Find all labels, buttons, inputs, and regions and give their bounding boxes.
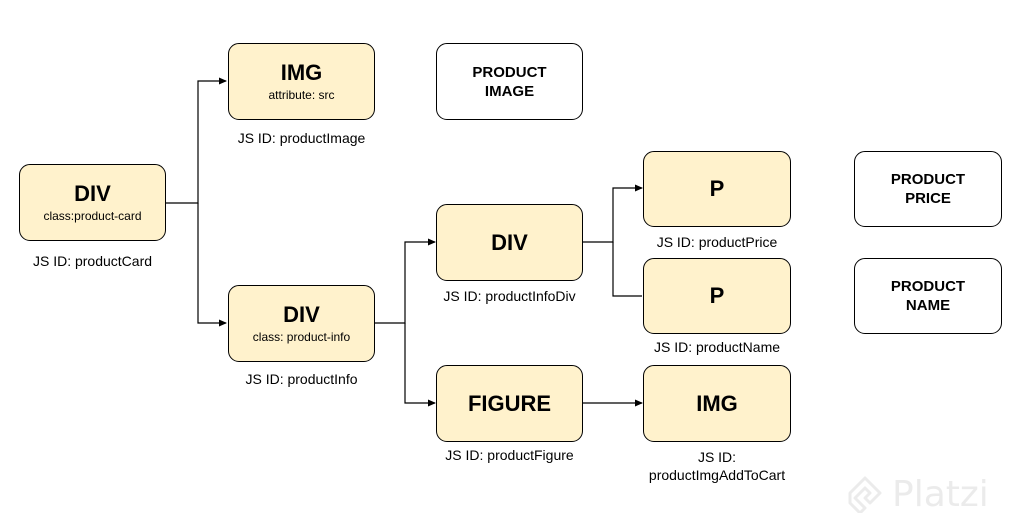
- node-tag-name: FIGURE: [467, 390, 552, 416]
- connector-infodiv-to-name: [612, 242, 642, 297]
- node-product-figure: FIGURE: [436, 365, 583, 442]
- js-id-product-card: JS ID: productCard: [32, 253, 153, 269]
- node-product-img-add-to-cart: IMG: [643, 365, 791, 442]
- node-product-name: P: [643, 258, 791, 334]
- js-id-product-image: JS ID: productImage: [237, 130, 366, 146]
- node-tag-name: P: [709, 176, 725, 201]
- platzi-watermark: Platzi: [846, 470, 1024, 518]
- label-line: PRODUCT: [890, 171, 966, 188]
- connector-info-to-infodiv: [375, 238, 436, 324]
- js-id-product-price: JS ID: productPrice: [656, 234, 778, 250]
- connector-info-to-figure: [404, 323, 436, 407]
- js-id-product-name: JS ID: productName: [653, 339, 781, 355]
- js-id-product-figure: JS ID: productFigure: [445, 447, 574, 463]
- connector-card-to-image: [166, 77, 227, 204]
- node-product-price: P: [643, 151, 791, 227]
- node-product-info-div: DIV: [436, 204, 583, 281]
- node-tag-name: DIV: [491, 229, 528, 255]
- label-box-product-image: PRODUCT IMAGE: [436, 43, 583, 120]
- label-box-product-name: PRODUCT NAME: [854, 258, 1002, 334]
- label-line: PRODUCT: [472, 63, 547, 81]
- label-box-product-price: PRODUCT PRICE: [854, 151, 1002, 227]
- js-id-product-info-div: JS ID: productInfoDiv: [443, 288, 576, 304]
- platzi-logo-icon: [848, 476, 882, 513]
- node-attribute: class:product-card: [43, 209, 142, 223]
- label-line: PRODUCT: [890, 278, 966, 295]
- node-product-info: DIV class: product-info: [228, 285, 375, 362]
- js-id-product-img-add-to-cart-line2: productImgAddToCart: [648, 467, 786, 483]
- watermark-text: Platzi: [892, 473, 989, 515]
- node-tag-name: IMG: [696, 390, 738, 416]
- label-line: PRICE: [905, 190, 951, 207]
- js-id-product-img-add-to-cart-line1: JS ID:: [697, 449, 737, 465]
- node-tag-name: P: [709, 283, 725, 308]
- label-line: NAME: [905, 297, 951, 314]
- js-id-product-info: JS ID: productInfo: [245, 371, 358, 387]
- node-product-image: IMG attribute: src: [228, 43, 375, 120]
- node-tag-name: IMG: [280, 60, 323, 85]
- node-attribute: class: product-info: [252, 330, 351, 344]
- node-tag-name: DIV: [283, 302, 320, 327]
- connector-card-to-info: [197, 203, 227, 327]
- node-tag-name: DIV: [74, 181, 111, 206]
- connector-infodiv-to-price: [583, 184, 643, 243]
- node-attribute: attribute: src: [268, 88, 335, 102]
- label-line: IMAGE: [484, 82, 535, 100]
- node-product-card: DIV class:product-card: [19, 164, 166, 241]
